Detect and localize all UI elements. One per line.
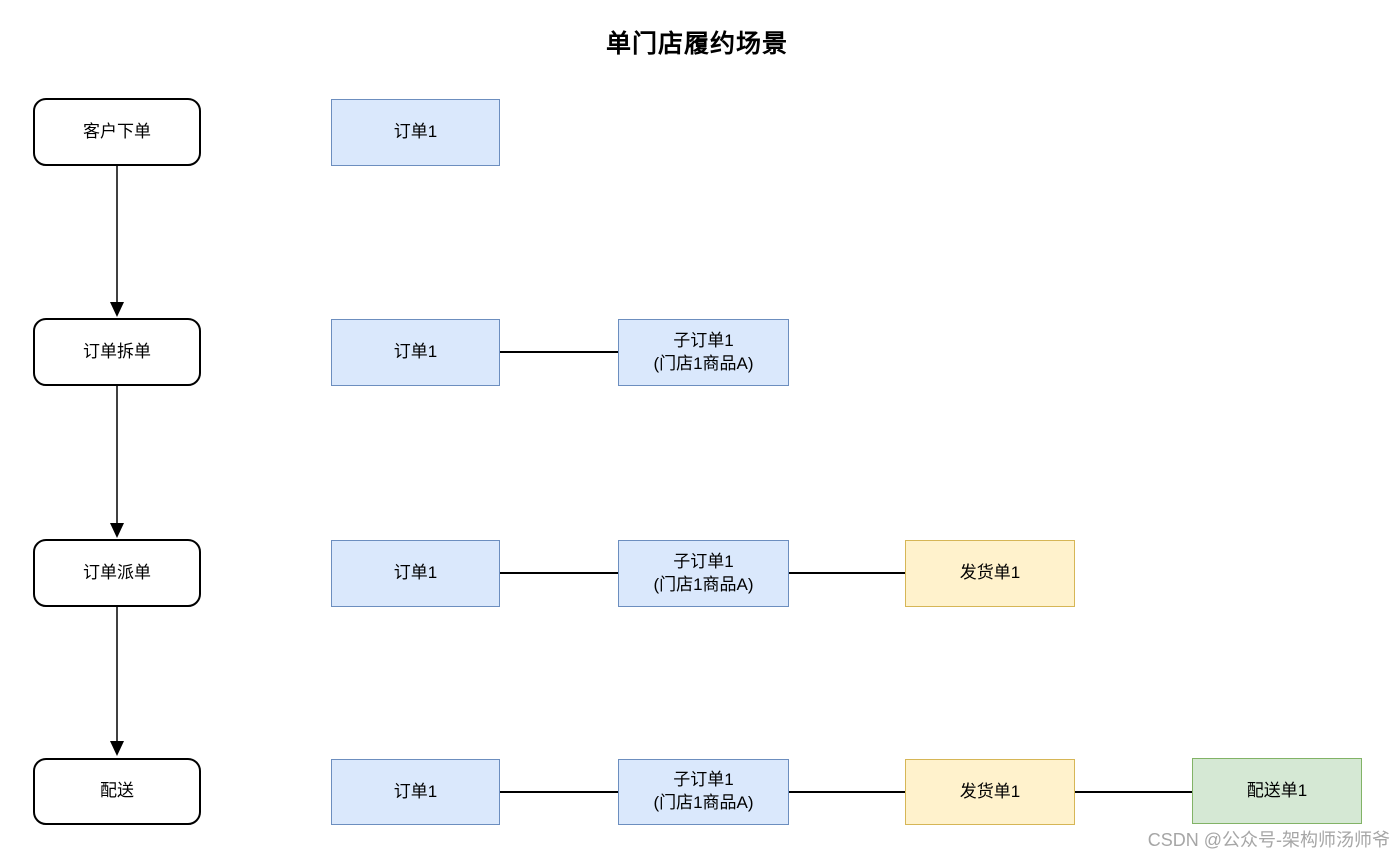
stage-label: 订单派单 — [83, 562, 151, 582]
stage-node-order-split: 订单拆单 — [33, 318, 201, 386]
entity-shipment1-row3: 发货单1 — [905, 540, 1075, 607]
stage-label: 配送 — [100, 781, 134, 801]
entity-label: 订单1 — [393, 781, 438, 801]
stage-label: 订单拆单 — [83, 341, 151, 361]
entity-sublabel: (门店1商品A) — [653, 574, 754, 594]
stage-label: 客户下单 — [83, 121, 151, 141]
stage-node-customer-order: 客户下单 — [33, 98, 201, 166]
entity-suborder1-row2: 子订单1 (门店1商品A) — [618, 319, 789, 386]
entity-shipment1-row4: 发货单1 — [905, 759, 1075, 825]
entity-label: 订单1 — [393, 342, 438, 362]
stage-node-order-dispatch: 订单派单 — [33, 539, 201, 607]
entity-label: 子订单1 — [673, 330, 734, 350]
entity-suborder1-row3: 子订单1 (门店1商品A) — [618, 540, 789, 607]
entity-label: 发货单1 — [959, 781, 1021, 801]
watermark: CSDN @公众号-架构师汤师爷 — [1147, 830, 1390, 850]
entity-order1-row3: 订单1 — [331, 540, 500, 607]
arrow-dispatch-to-delivery — [110, 607, 124, 756]
arrow-customer-to-split — [110, 166, 124, 317]
entity-sublabel: (门店1商品A) — [653, 793, 754, 812]
entity-suborder1-row4: 子订单1 (门店1商品A) — [618, 759, 789, 825]
entity-sublabel: (门店1商品A) — [653, 353, 754, 373]
entity-label: 子订单1 — [673, 770, 734, 790]
entity-order1-row4: 订单1 — [331, 759, 500, 825]
entity-label: 子订单1 — [673, 551, 734, 571]
entity-order1-row1: 订单1 — [331, 99, 500, 166]
stage-node-delivery: 配送 — [33, 758, 201, 825]
entity-deliverynote1-row4: 配送单1 — [1192, 758, 1362, 824]
entity-label: 配送单1 — [1246, 780, 1308, 800]
entity-label: 发货单1 — [959, 563, 1021, 583]
entity-order1-row2: 订单1 — [331, 319, 500, 386]
entity-label: 订单1 — [393, 563, 438, 583]
diagram-title: 单门店履约场景 — [605, 30, 788, 58]
arrow-split-to-dispatch — [110, 386, 124, 538]
entity-label: 订单1 — [393, 122, 438, 142]
